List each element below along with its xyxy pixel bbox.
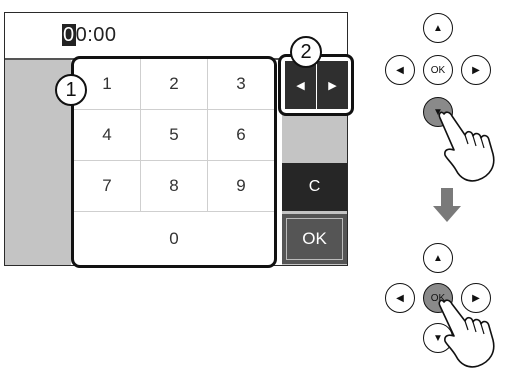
key-4[interactable]: 4 bbox=[74, 110, 141, 161]
key-2[interactable]: 2 bbox=[141, 59, 208, 110]
key-6[interactable]: 6 bbox=[208, 110, 274, 161]
key-8[interactable]: 8 bbox=[141, 161, 208, 212]
dpad-ok-button[interactable]: OK bbox=[423, 55, 453, 85]
down-arrow-icon: ▼ bbox=[433, 332, 443, 344]
up-arrow-icon: ▲ bbox=[433, 252, 443, 264]
right-arrow-icon: ▶ bbox=[328, 79, 337, 92]
key-0[interactable]: 0 bbox=[169, 228, 179, 248]
callout-1: 1 bbox=[55, 74, 87, 106]
key-7[interactable]: 7 bbox=[74, 161, 141, 212]
ok-label: OK bbox=[430, 64, 446, 76]
arrow-separator bbox=[316, 61, 317, 109]
cursor-left-button[interactable]: ◀ bbox=[285, 61, 316, 109]
ok-button[interactable]: OK bbox=[282, 214, 347, 264]
callout-2: 2 bbox=[290, 36, 322, 68]
key-3[interactable]: 3 bbox=[208, 59, 274, 110]
left-arrow-icon: ◀ bbox=[396, 64, 404, 76]
clear-button[interactable]: C bbox=[282, 163, 347, 211]
remote-dpad-bottom: ▲ ◀ OK ▶ ▼ bbox=[378, 238, 503, 372]
cursor-right-button[interactable]: ▶ bbox=[317, 61, 348, 109]
dpad-left-button[interactable]: ◀ bbox=[385, 283, 415, 313]
time-value: 0:00 bbox=[75, 24, 117, 46]
key-1[interactable]: 1 bbox=[74, 59, 141, 110]
time-cursor-digit: 0 bbox=[62, 24, 76, 46]
ok-button-frame bbox=[286, 218, 343, 260]
flow-down-arrow-icon bbox=[433, 188, 461, 222]
ok-label: OK bbox=[302, 229, 327, 248]
dpad-up-button[interactable]: ▲ bbox=[423, 243, 453, 273]
key-9[interactable]: 9 bbox=[208, 161, 274, 212]
numeric-keypad: 1 2 3 4 5 6 7 8 9 0 bbox=[71, 56, 277, 268]
left-arrow-icon: ◀ bbox=[296, 79, 305, 92]
dpad-up-button[interactable]: ▲ bbox=[423, 13, 453, 43]
remote-dpad-top: ▲ ◀ OK ▶ ▼ bbox=[378, 10, 503, 185]
up-arrow-icon: ▲ bbox=[433, 22, 443, 34]
clear-label: C bbox=[308, 178, 321, 195]
down-arrow-icon: ▼ bbox=[433, 106, 443, 118]
dpad-right-button[interactable]: ▶ bbox=[461, 55, 491, 85]
left-arrow-icon: ◀ bbox=[396, 292, 404, 304]
dpad-left-button[interactable]: ◀ bbox=[385, 55, 415, 85]
ok-label: OK bbox=[430, 292, 446, 304]
key-5[interactable]: 5 bbox=[141, 110, 208, 161]
dpad-right-button[interactable]: ▶ bbox=[461, 283, 491, 313]
pointing-hand-icon bbox=[438, 111, 495, 182]
time-display: 00:00 bbox=[62, 24, 117, 47]
right-arrow-icon: ▶ bbox=[472, 64, 480, 76]
dpad-ok-button[interactable]: OK bbox=[423, 283, 453, 313]
pointing-hand-icon bbox=[438, 299, 495, 368]
right-arrow-icon: ▶ bbox=[472, 292, 480, 304]
